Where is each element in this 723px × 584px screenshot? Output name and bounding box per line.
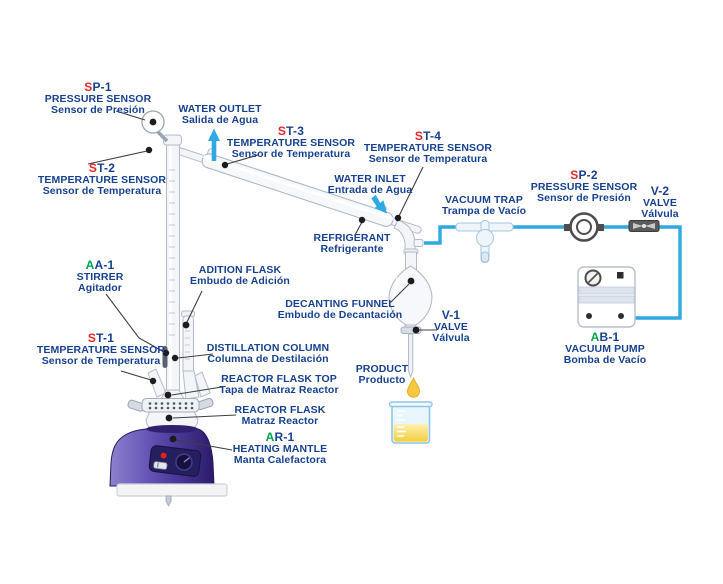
pointer-lines	[87, 110, 437, 451]
sensor-id: ST-1	[87, 331, 115, 345]
label-refrigerant: REFRIGERANT Refrigerante	[313, 232, 391, 256]
label-reactor-flask-top: REACTOR FLASK TOP Tapa de Matraz Reactor	[219, 373, 339, 397]
power-led-icon	[160, 452, 167, 459]
label-st4: ST-4 TEMPERATURE SENSOR Sensor de Temper…	[353, 130, 503, 166]
label-water-inlet: WATER INLET Entrada de Agua	[327, 173, 413, 197]
product-beaker	[388, 401, 433, 444]
water-outlet-arrow	[208, 128, 220, 161]
label-st1: ST-1 TEMPERATURE SENSOR Sensor de Temper…	[26, 332, 176, 368]
sensor-id: ST-2	[88, 161, 116, 175]
reactor-flask-top-clamp	[127, 397, 214, 413]
mantle-id: AR-1	[265, 430, 295, 444]
sensor-id: SP-2	[570, 168, 598, 182]
power-switch-icon	[153, 461, 168, 470]
pump-id: AB-1	[590, 330, 620, 344]
label-decanting-funnel: DECANTING FUNNEL Embudo de Decantación	[277, 298, 403, 322]
label-adition-flask: ADITION FLASK Embudo de Adición	[190, 264, 290, 288]
sensor-id: ST-3	[277, 124, 305, 138]
funnel-stem	[408, 333, 414, 379]
label-ab1: AB-1 VACUUM PUMP Bomba de Vacío	[535, 331, 675, 367]
label-reactor-flask: REACTOR FLASK Matraz Reactor	[234, 404, 326, 428]
label-v2: V-2 VALVE Válvula	[625, 185, 695, 221]
label-product: PRODUCT Producto	[355, 363, 409, 387]
heating-mantle	[109, 425, 215, 487]
decanting-funnel	[388, 248, 433, 379]
label-distillation-column: DISTILLATION COLUMN Columna de Destilaci…	[206, 342, 330, 366]
mantle-control-panel	[148, 445, 202, 477]
sensor-id: ST-4	[414, 129, 442, 143]
label-vacuum-trap: VACUUM TRAP Trampa de Vacío	[441, 194, 527, 218]
label-sp1: SP-1 PRESSURE SENSOR Sensor de Presión	[28, 81, 168, 117]
vacuum-pump	[577, 266, 636, 328]
label-sp2: SP-2 PRESSURE SENSOR Sensor de Presión	[514, 169, 654, 205]
condenser	[175, 147, 422, 234]
label-st2: ST-2 TEMPERATURE SENSOR Sensor de Temper…	[27, 162, 177, 198]
label-st3: ST-3 TEMPERATURE SENSOR Sensor de Temper…	[216, 125, 366, 161]
pump-switch-icon	[617, 272, 624, 279]
distillation-column	[163, 134, 182, 397]
label-ar1: AR-1 HEATING MANTLE Manta Calefactora	[210, 431, 350, 467]
water-inlet-arrow	[371, 194, 387, 214]
label-v1: V-1 VALVE Válvula	[423, 309, 479, 345]
label-water-outlet: WATER OUTLET Salida de Agua	[178, 103, 262, 127]
valve-id: V-2	[650, 184, 670, 198]
stirrer-id: AA-1	[85, 258, 115, 272]
label-aa1: AA-1 STIRRER Agitador	[40, 259, 160, 295]
v2-valve-icon	[628, 220, 660, 232]
mantle-base	[116, 483, 228, 507]
vacuum-trap-icon	[455, 220, 514, 263]
valve-id: V-1	[441, 308, 461, 322]
addition-flask	[181, 310, 200, 400]
pointer-dots	[145, 118, 420, 443]
sp2-pressure-sensor-icon	[564, 212, 604, 242]
vacuum-tubing-line	[424, 225, 682, 320]
sensor-id: SP-1	[84, 80, 112, 94]
product-drop-icon	[406, 376, 421, 398]
